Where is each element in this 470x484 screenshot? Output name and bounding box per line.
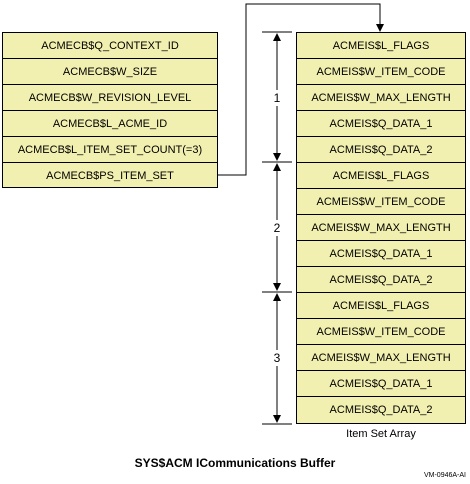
group-number-3: 3 (266, 350, 288, 366)
g2-flags: ACMEIS$L_FLAGS (297, 163, 465, 189)
g1-max-length: ACMEIS$W_MAX_LENGTH (297, 85, 465, 111)
g1-flags: ACMEIS$L_FLAGS (297, 33, 465, 59)
g1-item-code: ACMEIS$W_ITEM_CODE (297, 59, 465, 85)
g1-data-1: ACMEIS$Q_DATA_1 (297, 111, 465, 137)
field-revision-level: ACMECB$W_REVISION_LEVEL (3, 85, 217, 111)
g3-max-length: ACMEIS$W_MAX_LENGTH (297, 345, 465, 371)
g1-data-2: ACMEIS$Q_DATA_2 (297, 137, 465, 163)
g3-data-1: ACMEIS$Q_DATA_1 (297, 371, 465, 397)
field-item-set-pointer: ACMECB$PS_ITEM_SET (46, 170, 174, 182)
g2-max-length: ACMEIS$W_MAX_LENGTH (297, 215, 465, 241)
group-number-1: 1 (266, 90, 288, 106)
field-context-id: ACMECB$Q_CONTEXT_ID (3, 33, 217, 59)
figure-caption: SYS$ACM ICommunications Buffer (134, 456, 336, 470)
group-number-2: 2 (266, 220, 288, 236)
g3-data-2: ACMEIS$Q_DATA_2 (329, 404, 433, 416)
field-acme-id: ACMECB$L_ACME_ID (3, 111, 217, 137)
field-item-set-count: ACMECB$L_ITEM_SET_COUNT(=3) (3, 137, 217, 163)
g3-item-code: ACMEIS$W_ITEM_CODE (297, 319, 465, 345)
g2-data-1: ACMEIS$Q_DATA_1 (297, 241, 465, 267)
pointer-arrowhead (376, 24, 384, 32)
item-set-pointer (218, 3, 381, 176)
g2-item-code: ACMEIS$W_ITEM_CODE (297, 189, 465, 215)
field-size: ACMECB$W_SIZE (3, 59, 217, 85)
context-block: ACMECB$Q_CONTEXT_ID ACMECB$W_SIZE ACMECB… (2, 32, 218, 188)
figure-id: VM-0946A-AI (423, 472, 466, 479)
item-set-array: ACMEIS$L_FLAGS ACMEIS$W_ITEM_CODE ACMEIS… (296, 32, 466, 424)
g2-data-2: ACMEIS$Q_DATA_2 (297, 267, 465, 293)
item-set-array-label: Item Set Array (346, 428, 416, 440)
g3-flags: ACMEIS$L_FLAGS (297, 293, 465, 319)
bracket-arrowheads (273, 33, 281, 423)
